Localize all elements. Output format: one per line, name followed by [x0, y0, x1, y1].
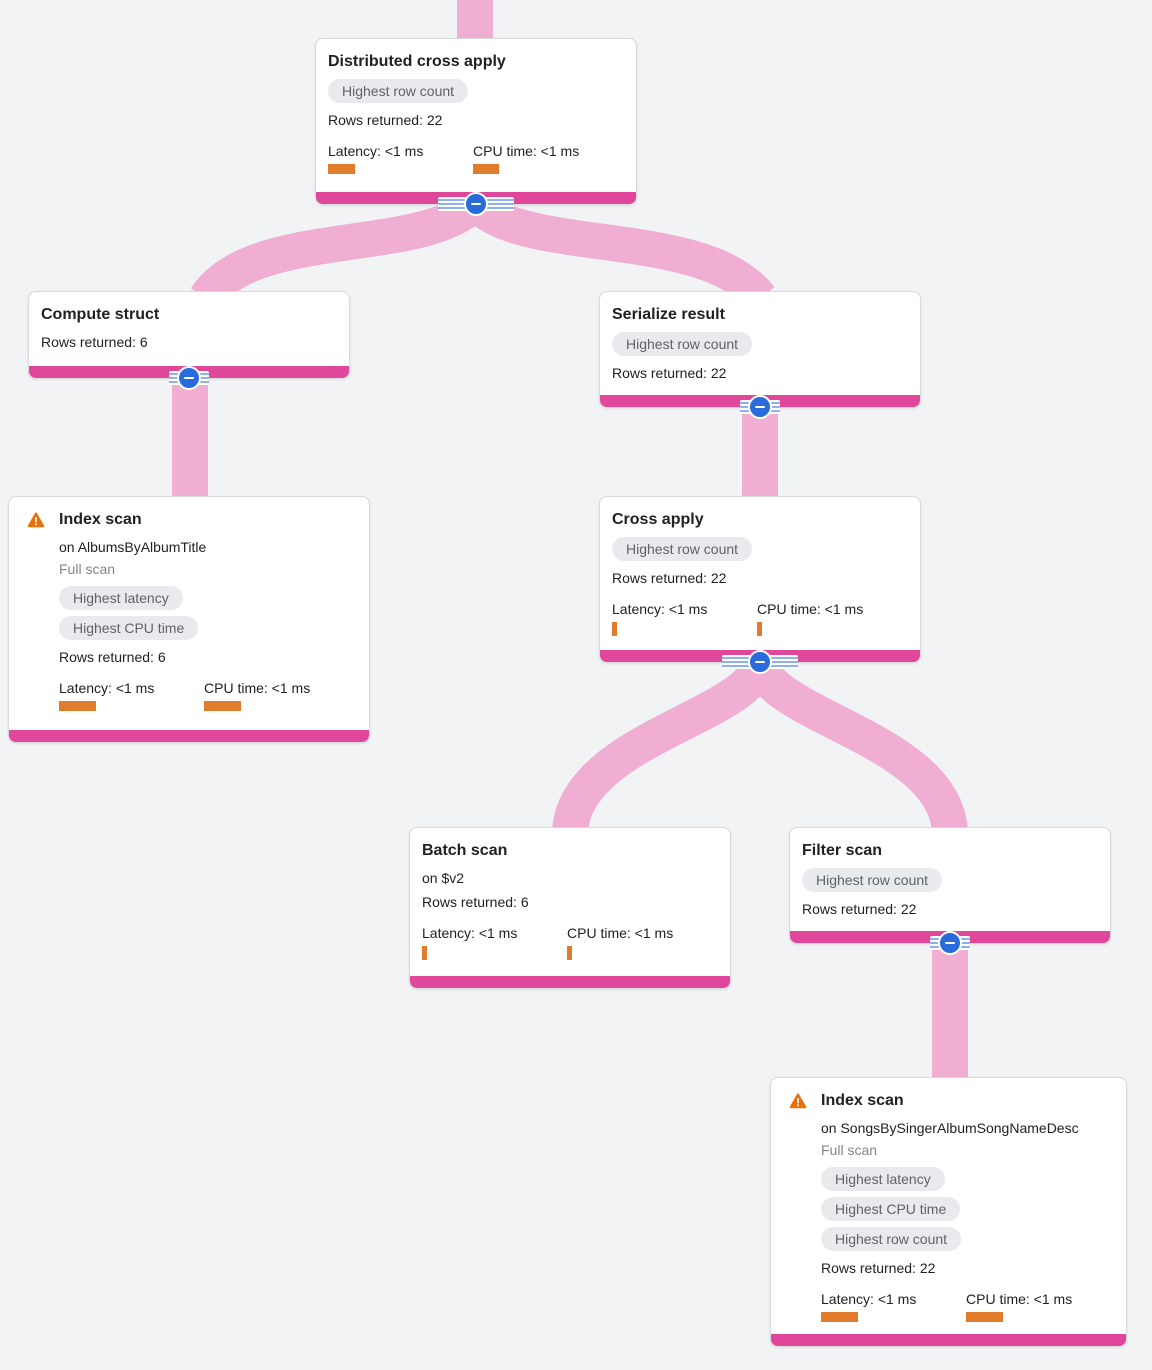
plan-node-compute-struct[interactable]: Compute struct Rows returned: 6: [28, 291, 350, 390]
node-accent-bar: [410, 976, 730, 988]
collapse-minus-icon: [748, 650, 772, 674]
rows-returned: Rows returned: 22: [802, 901, 917, 917]
cpu-time-bar: [204, 701, 241, 711]
cpu-time-label: CPU time: <1 ms: [966, 1291, 1073, 1307]
plan-node-index-scan-albums[interactable]: Index scan on AlbumsByAlbumTitle Full sc…: [8, 496, 370, 743]
latency-bar: [821, 1312, 858, 1322]
cpu-time-label: CPU time: <1 ms: [567, 925, 674, 941]
rows-returned: Rows returned: 6: [41, 334, 148, 350]
badge-highest-row-count: Highest row count: [612, 332, 753, 356]
plan-node-index-scan-songs[interactable]: Index scan on SongsBySingerAlbumSongName…: [770, 1077, 1127, 1347]
node-title: Compute struct: [41, 306, 160, 323]
node-accent-bar: [9, 730, 369, 742]
edge-cross-apply-to-batch-scan: [552, 656, 778, 836]
node-title: Serialize result: [612, 306, 725, 323]
badge-highest-cpu-time: Highest CPU time: [59, 616, 199, 640]
cpu-time-label: CPU time: <1 ms: [473, 143, 580, 159]
latency-label: Latency: <1 ms: [328, 143, 424, 159]
badge-highest-row-count: Highest row count: [612, 537, 753, 561]
cpu-time-bar: [757, 622, 762, 636]
scan-type: Full scan: [821, 1142, 878, 1158]
badge-highest-latency: Highest latency: [821, 1167, 945, 1191]
scan-type: Full scan: [59, 561, 116, 577]
node-title: Batch scan: [422, 842, 508, 859]
latency-label: Latency: <1 ms: [59, 680, 155, 696]
collapse-minus-icon: [748, 395, 772, 419]
badge-highest-row-count: Highest row count: [328, 79, 469, 103]
plan-node-filter-scan[interactable]: Filter scan Highest row count Rows retur…: [789, 827, 1111, 955]
cpu-time-label: CPU time: <1 ms: [204, 680, 311, 696]
badge-highest-row-count: Highest row count: [802, 868, 943, 892]
plan-node-batch-scan[interactable]: Batch scan on $v2 Rows returned: 6 Laten…: [409, 827, 731, 989]
latency-label: Latency: <1 ms: [821, 1291, 917, 1307]
collapse-minus-icon: [464, 192, 488, 216]
scan-target: on $v2: [422, 870, 465, 886]
plan-node-distributed-cross-apply[interactable]: Distributed cross apply Highest row coun…: [315, 38, 637, 216]
cpu-time-bar: [966, 1312, 1003, 1322]
node-title: Index scan: [821, 1092, 904, 1109]
cpu-time-label: CPU time: <1 ms: [757, 601, 864, 617]
rows-returned: Rows returned: 22: [612, 570, 727, 586]
warning-icon: [27, 512, 45, 528]
latency-bar: [59, 701, 96, 711]
warning-icon: [789, 1093, 807, 1109]
node-title: Filter scan: [802, 842, 883, 859]
badge-highest-row-count: Highest row count: [821, 1227, 962, 1251]
cpu-time-bar: [473, 164, 499, 174]
node-title: Distributed cross apply: [328, 53, 506, 70]
collapse-minus-icon: [177, 366, 201, 390]
badge-highest-cpu-time: Highest CPU time: [821, 1197, 961, 1221]
node-accent-bar: [771, 1334, 1126, 1346]
rows-returned: Rows returned: 22: [821, 1260, 936, 1276]
rows-returned: Rows returned: 22: [328, 112, 443, 128]
node-title: Cross apply: [612, 511, 704, 528]
scan-target: on SongsBySingerAlbumSongNameDesc: [821, 1120, 1079, 1136]
collapse-minus-icon: [938, 931, 962, 955]
latency-bar: [612, 622, 617, 636]
latency-bar: [328, 164, 355, 174]
plan-node-serialize-result[interactable]: Serialize result Highest row count Rows …: [599, 291, 921, 419]
node-title: Index scan: [59, 511, 142, 528]
cpu-time-bar: [567, 946, 572, 960]
latency-bar: [422, 946, 427, 960]
edge-cross-apply-to-filter-scan: [742, 656, 968, 836]
badge-highest-latency: Highest latency: [59, 586, 183, 610]
latency-label: Latency: <1 ms: [422, 925, 518, 941]
plan-node-cross-apply[interactable]: Cross apply Highest row count Rows retur…: [599, 496, 921, 674]
latency-label: Latency: <1 ms: [612, 601, 708, 617]
scan-target: on AlbumsByAlbumTitle: [59, 539, 207, 555]
rows-returned: Rows returned: 6: [59, 649, 166, 665]
rows-returned: Rows returned: 6: [422, 894, 529, 910]
rows-returned: Rows returned: 22: [612, 365, 727, 381]
edge-distributed-cross-apply-to-serialize-result: [460, 189, 775, 310]
edge-distributed-cross-apply-to-compute-struct: [190, 189, 489, 309]
